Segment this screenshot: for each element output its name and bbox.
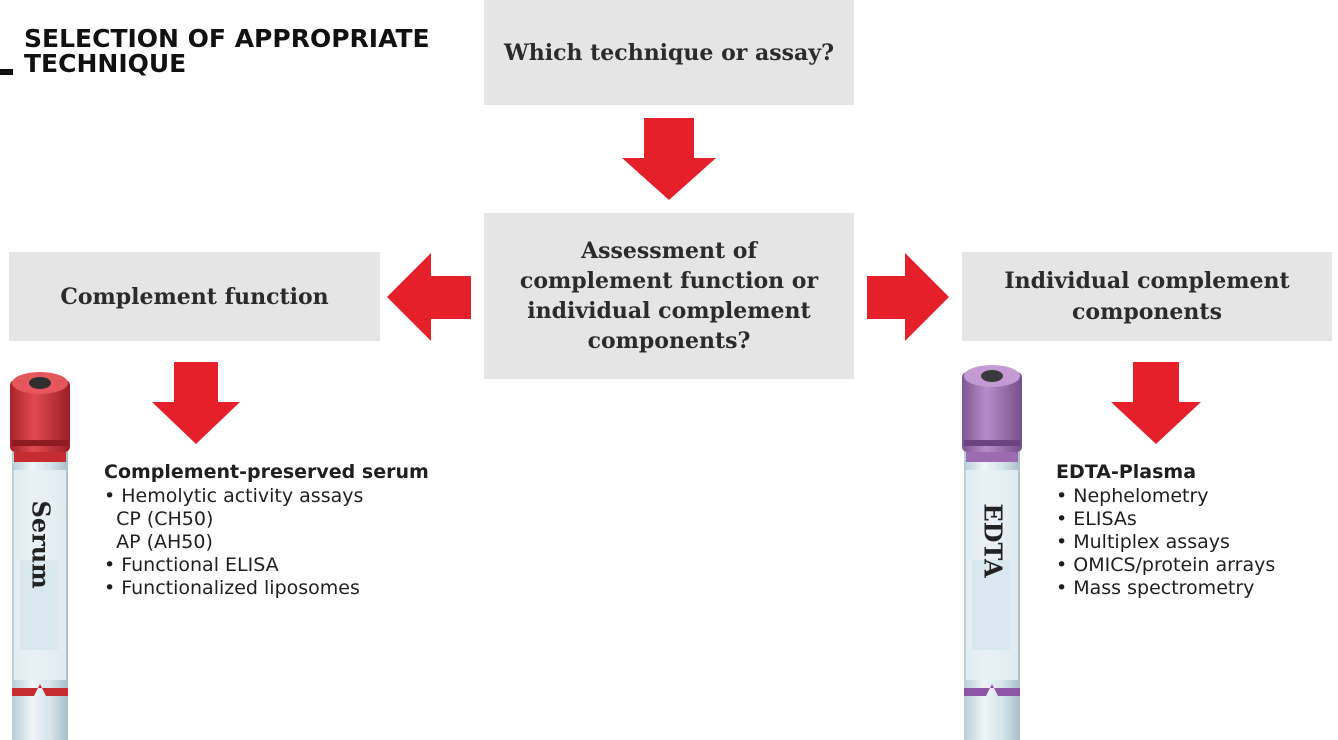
box-which-technique: Which technique or assay?: [484, 0, 854, 105]
serum-assay-list: Complement-preserved serum • Hemolytic a…: [104, 461, 429, 600]
list-item: • Functionalized liposomes: [104, 577, 360, 599]
edta-tube: [962, 365, 1022, 740]
title-line-1: SELECTION OF APPROPRIATE: [24, 24, 430, 53]
list-item: • OMICS/protein arrays: [1056, 554, 1276, 576]
arrow-down-left: [152, 362, 240, 444]
box-complement-function: Complement function: [9, 252, 380, 341]
list-item: • Mass spectrometry: [1056, 577, 1255, 599]
arrow-down-right: [1111, 362, 1201, 444]
arrow-left: [387, 253, 471, 341]
box-individual-components-text: Individual complement components: [1004, 267, 1290, 325]
title-line-2: TECHNIQUE: [24, 49, 187, 78]
edta-tube-label: EDTA: [978, 503, 1008, 578]
box-complement-function-text: Complement function: [60, 283, 329, 310]
list-item: AP (AH50): [104, 531, 213, 553]
box-assessment-question-text: Assessment of complement function or ind…: [519, 238, 819, 354]
list-item: • Hemolytic activity assays: [104, 485, 364, 507]
serum-tube: [10, 372, 70, 740]
list-item: • Multiplex assays: [1056, 531, 1230, 553]
arrow-right: [867, 253, 949, 341]
serum-list-heading: Complement-preserved serum: [104, 461, 429, 483]
edta-assay-list: EDTA-Plasma • Nephelometry • ELISAs • Mu…: [1056, 461, 1275, 600]
list-item: CP (CH50): [104, 508, 214, 530]
list-item: • Functional ELISA: [104, 554, 279, 576]
box-individual-components: Individual complement components: [962, 252, 1332, 341]
list-item: • Nephelometry: [1056, 485, 1209, 507]
diagram-title: SELECTION OF APPROPRIATE TECHNIQUE: [24, 26, 444, 76]
serum-tube-label: Serum: [26, 500, 56, 589]
list-item: • ELISAs: [1056, 508, 1137, 530]
title-bullet-mark: [0, 69, 13, 75]
arrow-down-top: [622, 118, 716, 200]
edta-list-heading: EDTA-Plasma: [1056, 461, 1197, 483]
box-assessment-question: Assessment of complement function or ind…: [484, 213, 854, 379]
box-which-technique-text: Which technique or assay?: [504, 39, 834, 66]
